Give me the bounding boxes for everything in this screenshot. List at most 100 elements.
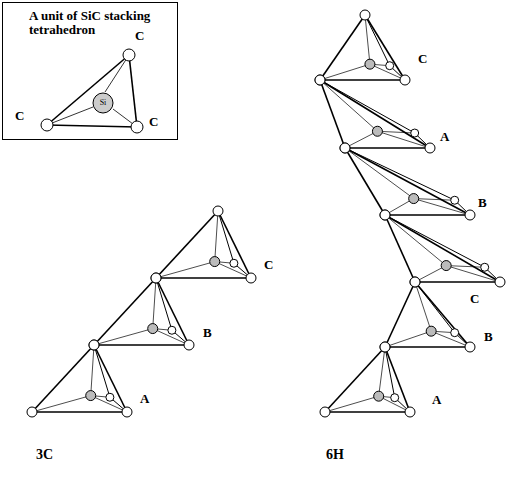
tetra-edge <box>156 278 189 345</box>
tetra-edge <box>365 15 405 80</box>
atom-circle <box>230 259 238 267</box>
tetra-edge <box>385 214 470 216</box>
polytype-label: 3C <box>36 447 53 462</box>
tetra-edge <box>32 411 127 413</box>
atom-circle <box>465 210 475 220</box>
atom-label: C <box>15 109 24 123</box>
atom-circle <box>27 407 37 417</box>
bond-line <box>215 211 218 262</box>
tetra-edge <box>156 211 218 278</box>
tetra-edge <box>320 80 430 148</box>
bond-line <box>325 396 379 412</box>
bond-line <box>414 199 470 215</box>
bond-line <box>94 329 153 345</box>
layer-label: B <box>484 330 493 344</box>
tetra-edge <box>47 125 137 127</box>
tetra-edge <box>365 15 390 66</box>
tetra-edge <box>94 345 110 397</box>
atom-circle <box>391 394 399 402</box>
tetra-edge <box>320 80 345 148</box>
tetra-edge <box>415 281 500 283</box>
tetra-edge <box>415 282 470 347</box>
tetra-edge <box>385 347 395 398</box>
bond-line <box>32 396 91 412</box>
atom-circle <box>380 210 390 220</box>
layer-label: C <box>470 292 479 306</box>
atom-circle <box>89 340 99 350</box>
si-atom <box>210 257 220 267</box>
bond-line <box>345 148 414 199</box>
tetra-edge <box>325 347 385 412</box>
atom-circle <box>315 75 325 85</box>
atom-circle <box>315 75 325 85</box>
tetra-edge <box>345 148 455 200</box>
tetra-edge <box>385 347 410 412</box>
si-atom <box>426 326 436 336</box>
tetra-edge <box>94 344 189 346</box>
tetra-edge <box>320 79 405 81</box>
atom-circle <box>481 263 489 271</box>
atom-circle <box>400 75 410 85</box>
atom-circle <box>410 277 420 287</box>
si-atom <box>365 59 375 69</box>
bond-line <box>365 15 370 64</box>
tetra-edge <box>345 148 470 215</box>
atom-circle <box>360 10 370 20</box>
bond-line <box>91 345 94 396</box>
bond-line <box>379 347 385 396</box>
tetra-edge <box>156 278 172 330</box>
tetra-edge <box>218 211 251 278</box>
atom-circle <box>340 143 350 153</box>
si-atom <box>93 93 113 113</box>
tetra-edge <box>32 345 94 412</box>
layer-label: C <box>418 52 427 66</box>
atom-circle <box>380 210 390 220</box>
tetra-edge <box>385 282 415 347</box>
atom-circle <box>411 129 419 137</box>
atom-circle <box>340 143 350 153</box>
atom-circle <box>168 326 176 334</box>
atom-circle <box>246 273 256 283</box>
bond-line <box>320 64 370 80</box>
bond-line <box>377 131 414 133</box>
layer-label: A <box>440 130 449 144</box>
atom-circle <box>131 121 143 133</box>
atom-circle <box>151 273 161 283</box>
atom-circle <box>213 206 223 216</box>
layer-label: B <box>478 196 487 210</box>
si-atom <box>441 261 451 271</box>
tetra-edge <box>320 80 415 133</box>
atom-label: C <box>149 115 158 129</box>
si-atom <box>372 126 382 136</box>
bond-line <box>105 55 129 92</box>
tetra-edge <box>47 55 129 125</box>
atom-circle <box>151 273 161 283</box>
atom-circle <box>410 277 420 287</box>
tetra-edge <box>325 411 410 413</box>
bond-line <box>156 262 215 278</box>
tetra-edge <box>129 55 137 127</box>
layer-label: B <box>203 326 212 340</box>
bond-line <box>47 107 93 125</box>
si-atom <box>409 194 419 204</box>
bond-line <box>320 80 377 131</box>
atom-circle <box>405 407 415 417</box>
bond-line <box>377 131 430 148</box>
tetra-edge <box>94 278 156 345</box>
layer-label: A <box>140 392 149 406</box>
tetra-edge <box>345 147 430 149</box>
atom-circle <box>380 342 390 352</box>
bond-line <box>415 282 431 331</box>
tetra-edge <box>94 345 127 412</box>
bond-line <box>153 278 156 329</box>
si-atom <box>148 324 158 334</box>
tetra-edge <box>218 211 234 263</box>
atom-circle <box>320 407 330 417</box>
tetra-edge <box>385 215 500 282</box>
tetra-edge <box>156 277 251 279</box>
bond-line <box>385 215 446 266</box>
atom-circle <box>106 393 114 401</box>
polytype-label: 6H <box>326 447 344 462</box>
atom-circle <box>89 340 99 350</box>
atom-label: Si <box>94 99 112 108</box>
